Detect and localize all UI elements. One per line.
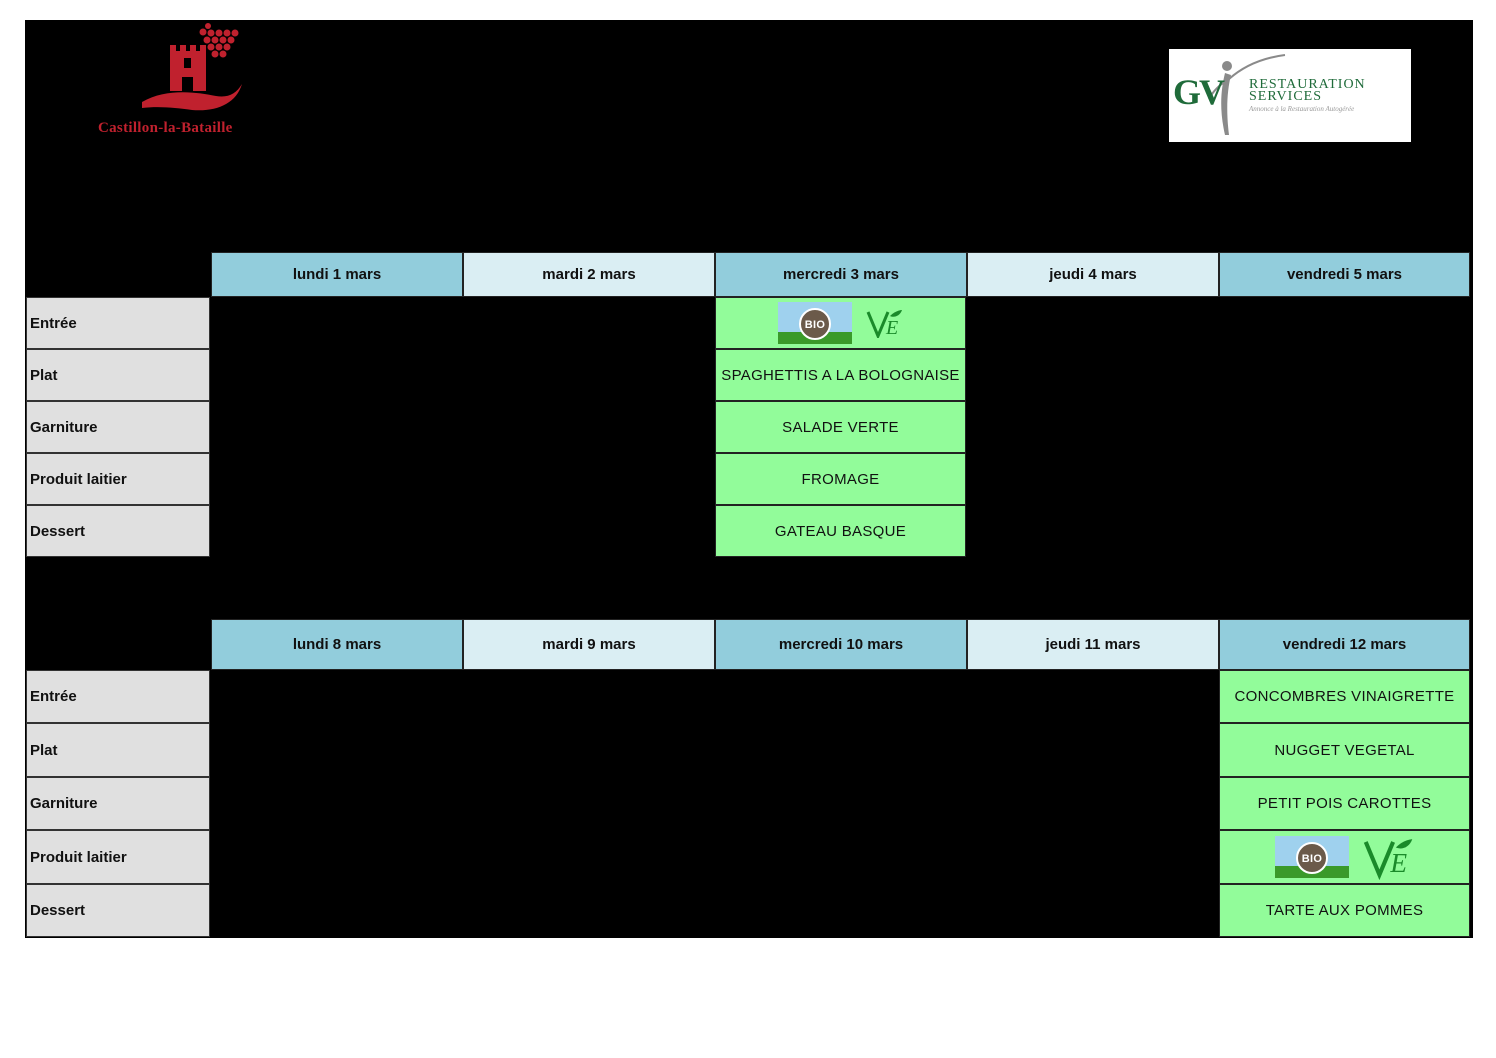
menu-cell-entree: CONCOMBRES VINAIGRETTE — [1219, 670, 1470, 723]
bio-territoire-icon: BIO — [1274, 836, 1349, 878]
vegetarian-ve-icon: E — [1363, 839, 1412, 880]
restauration-word: RESTAURATION — [1249, 77, 1366, 92]
town-name: Castillon-la-Bataille — [98, 120, 233, 136]
svg-text:BIO: BIO — [1301, 853, 1322, 865]
svg-text:E: E — [885, 317, 899, 338]
week2-day-header: mercredi 10 mars — [715, 619, 967, 670]
row-label-produit-laitier: Produit laitier — [26, 830, 210, 884]
week1-day-header: jeudi 4 mars — [967, 252, 1219, 297]
bio-territoire-icon: BIO — [777, 302, 852, 344]
logo-tagline: Annonce à la Restauration Autogérée — [1249, 105, 1355, 113]
week1-day-header: lundi 1 mars — [211, 252, 463, 297]
menu-cell-produit-laitier: FROMAGE — [715, 453, 966, 505]
menu-cell-plat: SPAGHETTIS A LA BOLOGNAISE — [715, 349, 966, 401]
week2-day-header: vendredi 12 mars — [1219, 619, 1470, 670]
menu-cell-garniture: PETIT POIS CAROTTES — [1219, 777, 1470, 830]
castillon-logo: Castillon-la-Bataille — [96, 22, 296, 142]
week2-day-header: lundi 8 mars — [211, 619, 463, 670]
row-label-plat: Plat — [26, 349, 210, 401]
row-label-plat: Plat — [26, 723, 210, 777]
row-label-dessert: Dessert — [26, 505, 210, 557]
row-label-garniture: Garniture — [26, 401, 210, 453]
row-label-garniture: Garniture — [26, 777, 210, 830]
svg-text:E: E — [1389, 848, 1407, 878]
week1-day-header: vendredi 5 mars — [1219, 252, 1470, 297]
menu-cell-dessert: GATEAU BASQUE — [715, 505, 966, 557]
vegetarian-ve-icon: E — [866, 310, 902, 338]
menu-cell-dessert: TARTE AUX POMMES — [1219, 884, 1470, 937]
gv-figure-icon — [1208, 54, 1286, 135]
week1-day-header: mercredi 3 mars — [715, 252, 967, 297]
row-label-entree: Entrée — [26, 297, 210, 349]
row-label-dessert: Dessert — [26, 884, 210, 937]
menu-cell-produit-laitier: BIO E — [1219, 830, 1470, 884]
week1-day-header: mardi 2 mars — [463, 252, 715, 297]
svg-text:BIO: BIO — [804, 319, 825, 331]
week2-day-header: jeudi 11 mars — [967, 619, 1219, 670]
row-label-produit-laitier: Produit laitier — [26, 453, 210, 505]
castle-grapes-icon — [142, 23, 242, 111]
gv-letters: GV — [1173, 72, 1225, 112]
row-label-entree: Entrée — [26, 670, 210, 723]
week2-day-header: mardi 9 mars — [463, 619, 715, 670]
menu-cell-plat: NUGGET VEGETAL — [1219, 723, 1470, 777]
services-word: SERVICES — [1249, 89, 1323, 104]
menu-cell-garniture: SALADE VERTE — [715, 401, 966, 453]
menu-cell-entree: BIO E — [715, 297, 966, 349]
gv-restauration-logo: GV RESTAURATION SERVICES Annonce à la Re… — [1169, 49, 1411, 142]
